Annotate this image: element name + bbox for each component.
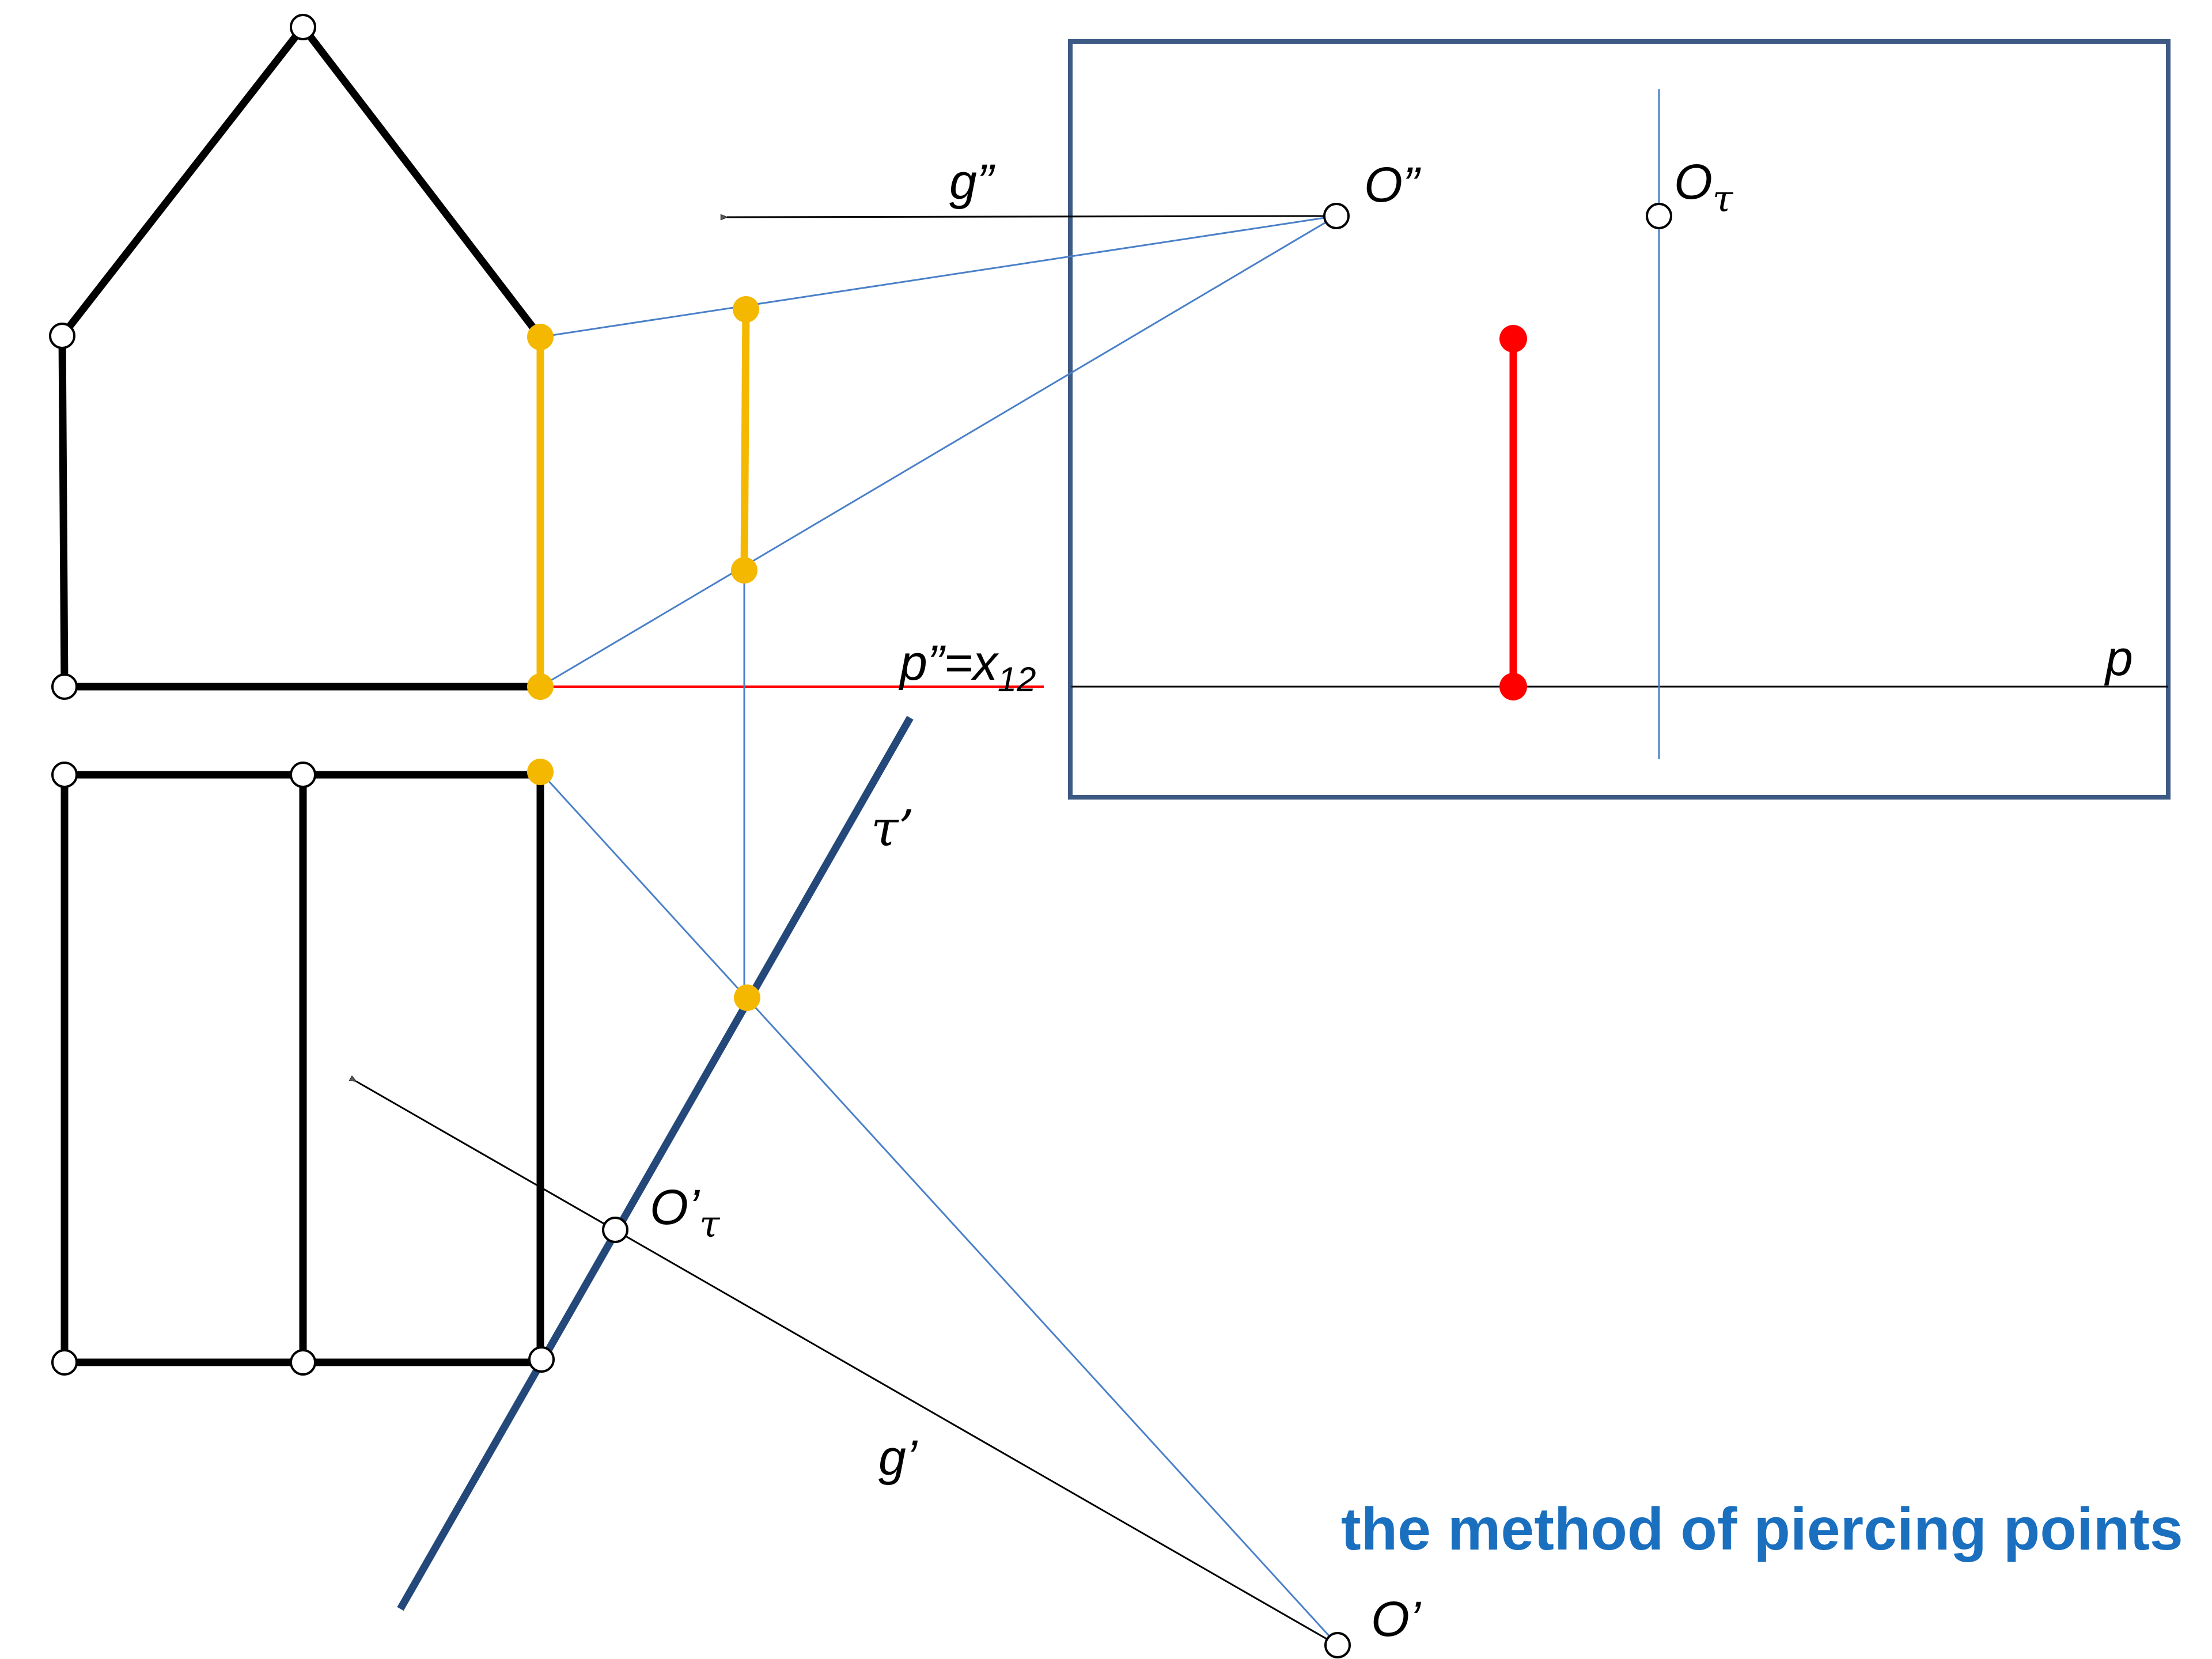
point-o-double bbox=[1323, 203, 1350, 229]
section-edge-yellow bbox=[740, 309, 750, 571]
picture-plane-frame bbox=[1068, 39, 2171, 800]
sight-line-g-prime bbox=[349, 1075, 1338, 1646]
ray-bottom-front bbox=[540, 215, 1337, 688]
label-g-double: g” bbox=[949, 154, 995, 210]
vertex-wall-top-left bbox=[49, 323, 75, 349]
label-p-double-x12-main: p”=x bbox=[898, 635, 999, 691]
label-o-tau-sub: τ bbox=[1713, 178, 1734, 221]
vertex-roof-apex bbox=[290, 14, 316, 40]
label-o-prime: O’ bbox=[1371, 1592, 1422, 1647]
red-point-bottom bbox=[1499, 673, 1527, 700]
yellow-point-piercing bbox=[734, 984, 760, 1011]
label-g-prime: g’ bbox=[878, 1430, 918, 1486]
yellow-point-front-bottom bbox=[527, 673, 554, 700]
point-o-prime bbox=[1324, 1632, 1351, 1658]
vertex-plan-top-mid bbox=[290, 762, 316, 788]
yellow-point-plan-corner bbox=[527, 759, 554, 785]
vertex-plan-bottom-mid bbox=[290, 1349, 316, 1376]
label-tau-prime: τ’ bbox=[871, 800, 914, 858]
point-o-tau bbox=[1646, 203, 1672, 229]
label-o-tau: Oτ bbox=[1674, 154, 1734, 221]
label-o-prime-tau-main: O’ bbox=[650, 1180, 700, 1235]
yellow-point-section-top bbox=[733, 296, 759, 323]
label-o-prime-tau-sub: τ bbox=[699, 1203, 721, 1246]
house-front-outline bbox=[58, 21, 544, 691]
label-p: p bbox=[2104, 631, 2133, 686]
vertex-plan-top-left bbox=[51, 762, 78, 788]
label-o-tau-main: O bbox=[1674, 154, 1713, 210]
sight-line-g-double bbox=[720, 214, 1337, 221]
label-p-double-x12: p”=x12 bbox=[898, 635, 1036, 699]
vertex-front-bottom-left bbox=[51, 673, 78, 700]
vertex-plan-bottom-left bbox=[51, 1349, 78, 1376]
yellow-point-front-top bbox=[527, 324, 554, 350]
label-x12-sub: 12 bbox=[998, 660, 1036, 699]
point-o-prime-tau bbox=[602, 1217, 628, 1243]
yellow-point-section-bottom bbox=[731, 557, 757, 584]
caption-method: the method of piercing points bbox=[1341, 1496, 2183, 1563]
red-point-top bbox=[1499, 325, 1527, 353]
picture-plane-trace bbox=[397, 715, 914, 1611]
ray-top-front bbox=[540, 215, 1337, 338]
label-o-double: O” bbox=[1364, 157, 1421, 213]
label-o-prime-tau: O’τ bbox=[650, 1180, 721, 1246]
ray-plan bbox=[539, 771, 1339, 1646]
vertex-plan-bottom-right bbox=[528, 1346, 555, 1373]
